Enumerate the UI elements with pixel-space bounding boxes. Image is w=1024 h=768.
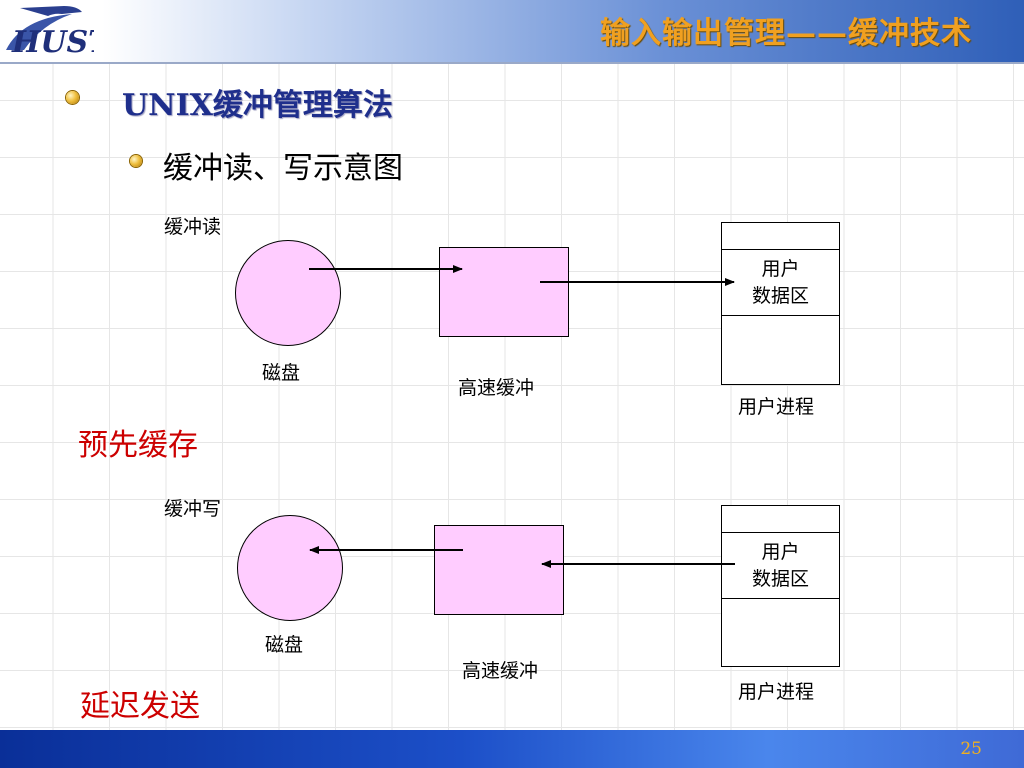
- write-disk-label: 磁盘: [265, 634, 304, 656]
- write-user-area-line1: 用户: [761, 541, 800, 563]
- write-note: 延迟发送: [80, 689, 200, 724]
- read-note: 预先缓存: [78, 428, 198, 463]
- write-user-process-box: 用户 数据区: [721, 505, 840, 667]
- read-disk-shape: [235, 240, 341, 346]
- read-user-area-line2: 数据区: [751, 285, 809, 307]
- university-logo-icon: HUST: [6, 6, 94, 60]
- page-number: 25: [960, 739, 982, 759]
- heading-level1: UNIX缓冲管理算法: [122, 88, 393, 123]
- write-buffer-label: 高速缓冲: [462, 660, 539, 682]
- bullet-icon: [66, 91, 79, 104]
- read-buffer-label: 高速缓冲: [458, 377, 535, 399]
- write-buffer-box: [434, 525, 564, 615]
- read-buffer-box: [439, 247, 569, 337]
- slide-title: 输入输出管理——缓冲技术: [600, 16, 972, 51]
- bullet-icon: [130, 155, 142, 167]
- header-divider: [0, 62, 1024, 64]
- write-process-label: 用户进程: [738, 681, 815, 703]
- write-user-data-area: 用户 数据区: [722, 533, 839, 599]
- slide-footer: 25: [0, 730, 1024, 768]
- write-caption: 缓冲写: [164, 498, 222, 520]
- read-process-label: 用户进程: [738, 396, 815, 418]
- read-caption: 缓冲读: [164, 216, 222, 238]
- read-process-top-cell: [722, 223, 839, 250]
- write-process-top-cell: [722, 506, 839, 533]
- read-user-data-area: 用户 数据区: [722, 250, 839, 316]
- read-disk-label: 磁盘: [262, 362, 301, 384]
- heading-level2: 缓冲读、写示意图: [163, 151, 403, 186]
- read-user-area-line1: 用户: [761, 258, 800, 280]
- write-user-area-line2: 数据区: [751, 568, 809, 590]
- write-disk-shape: [237, 515, 343, 621]
- slide-header: [0, 0, 1024, 62]
- read-user-process-box: 用户 数据区: [721, 222, 840, 385]
- svg-text:HUST: HUST: [11, 25, 94, 60]
